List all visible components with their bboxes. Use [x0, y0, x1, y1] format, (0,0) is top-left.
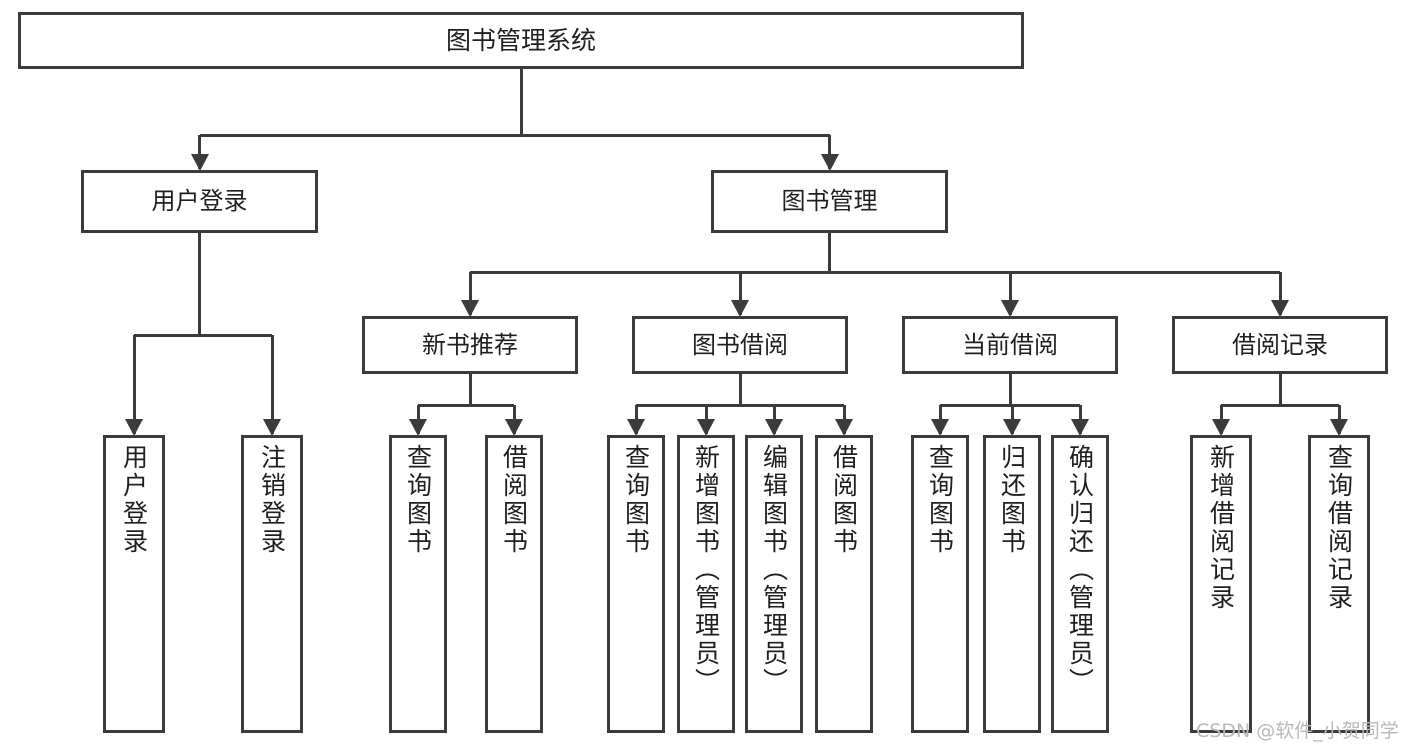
node-leaf[interactable]: 查询图书	[911, 435, 969, 733]
connector-horizontal	[134, 333, 272, 337]
node-leaf[interactable]: 查询图书	[389, 435, 447, 733]
node-label: 查询借阅记录	[1324, 444, 1354, 612]
node-label: 新书推荐	[422, 330, 518, 359]
node-leaf[interactable]: 查询图书	[607, 435, 665, 733]
node-leaf[interactable]: 借阅图书	[485, 435, 543, 733]
arrow-head-icon	[627, 419, 645, 436]
node-leaf[interactable]: 新增图书（管理员）	[677, 435, 735, 733]
node-label: 用户登录	[151, 187, 248, 216]
connector-horizontal	[940, 403, 1080, 407]
connector-vertical	[468, 374, 472, 405]
connector-vertical	[1278, 272, 1282, 315]
node-label: 注销登录	[257, 444, 287, 556]
node-label: 查询图书	[403, 444, 433, 556]
connector-horizontal	[1221, 403, 1339, 407]
node-label: 图书管理系统	[445, 25, 596, 55]
arrow-head-icon	[820, 154, 839, 171]
node-leaf[interactable]: 查询借阅记录	[1308, 435, 1370, 733]
node-leaf[interactable]: 归还图书	[983, 435, 1041, 733]
node-new-book-recommend[interactable]: 新书推荐	[362, 316, 578, 374]
node-label: 新增图书（管理员）	[691, 444, 721, 696]
connector-vertical	[1008, 374, 1012, 405]
watermark: CSDN @软件_小贺同学	[1196, 720, 1399, 742]
node-leaf[interactable]: 新增借阅记录	[1190, 435, 1252, 733]
node-book-borrow[interactable]: 图书借阅	[632, 316, 848, 374]
node-label: 新增借阅记录	[1206, 444, 1236, 612]
node-label: 当前借阅	[962, 330, 1058, 359]
arrow-head-icon	[697, 419, 715, 436]
connector-vertical	[270, 335, 274, 434]
node-book-management[interactable]: 图书管理	[711, 170, 948, 233]
arrow-head-icon	[931, 419, 949, 436]
connector-vertical	[468, 272, 472, 315]
arrow-head-icon	[835, 419, 853, 436]
node-label: 用户登录	[119, 444, 149, 556]
node-label: 借阅图书	[829, 444, 859, 556]
node-label: 查询图书	[621, 444, 651, 556]
arrow-head-icon	[263, 419, 281, 436]
arrow-head-icon	[1071, 419, 1089, 436]
connector-vertical	[828, 233, 831, 272]
arrow-head-icon	[1330, 419, 1348, 436]
node-label: 借阅记录	[1232, 330, 1328, 359]
node-leaf[interactable]: 确认归还（管理员）	[1051, 435, 1109, 733]
node-label: 借阅图书	[499, 444, 529, 556]
connector-vertical	[738, 272, 742, 315]
arrow-head-icon	[731, 300, 749, 317]
arrow-head-icon	[505, 419, 523, 436]
connector-vertical	[198, 233, 201, 335]
node-label: 归还图书	[997, 444, 1027, 556]
node-label: 图书借阅	[692, 330, 788, 359]
connector-vertical	[519, 69, 523, 135]
node-leaf[interactable]: 用户登录	[103, 435, 165, 733]
arrow-head-icon	[765, 419, 783, 436]
arrow-head-icon	[190, 154, 209, 171]
node-label: 编辑图书（管理员）	[759, 444, 789, 696]
arrow-head-icon	[125, 419, 143, 436]
connector-vertical	[738, 374, 742, 405]
connector-horizontal	[470, 270, 1280, 274]
node-current-borrow[interactable]: 当前借阅	[902, 316, 1118, 374]
node-leaf[interactable]: 借阅图书	[815, 435, 873, 733]
node-borrow-record[interactable]: 借阅记录	[1172, 316, 1388, 374]
node-leaf[interactable]: 编辑图书（管理员）	[745, 435, 803, 733]
connector-vertical	[198, 135, 201, 169]
node-root[interactable]: 图书管理系统	[18, 12, 1024, 69]
arrow-head-icon	[1003, 419, 1021, 436]
arrow-head-icon	[409, 419, 427, 436]
arrow-head-icon	[1001, 300, 1019, 317]
connector-vertical	[1278, 374, 1282, 405]
node-user-login[interactable]: 用户登录	[81, 170, 318, 233]
connector-horizontal	[636, 403, 844, 407]
arrow-head-icon	[1212, 419, 1230, 436]
connector-vertical	[1008, 272, 1012, 315]
node-label: 查询图书	[925, 444, 955, 556]
node-label: 图书管理	[781, 187, 878, 216]
connector-vertical	[132, 335, 136, 434]
arrow-head-icon	[461, 300, 479, 317]
node-label: 确认归还（管理员）	[1065, 444, 1095, 696]
connector-horizontal	[199, 133, 830, 137]
arrow-head-icon	[1271, 300, 1289, 317]
node-leaf[interactable]: 注销登录	[241, 435, 303, 733]
connector-horizontal	[418, 403, 514, 407]
connector-vertical	[828, 135, 831, 169]
